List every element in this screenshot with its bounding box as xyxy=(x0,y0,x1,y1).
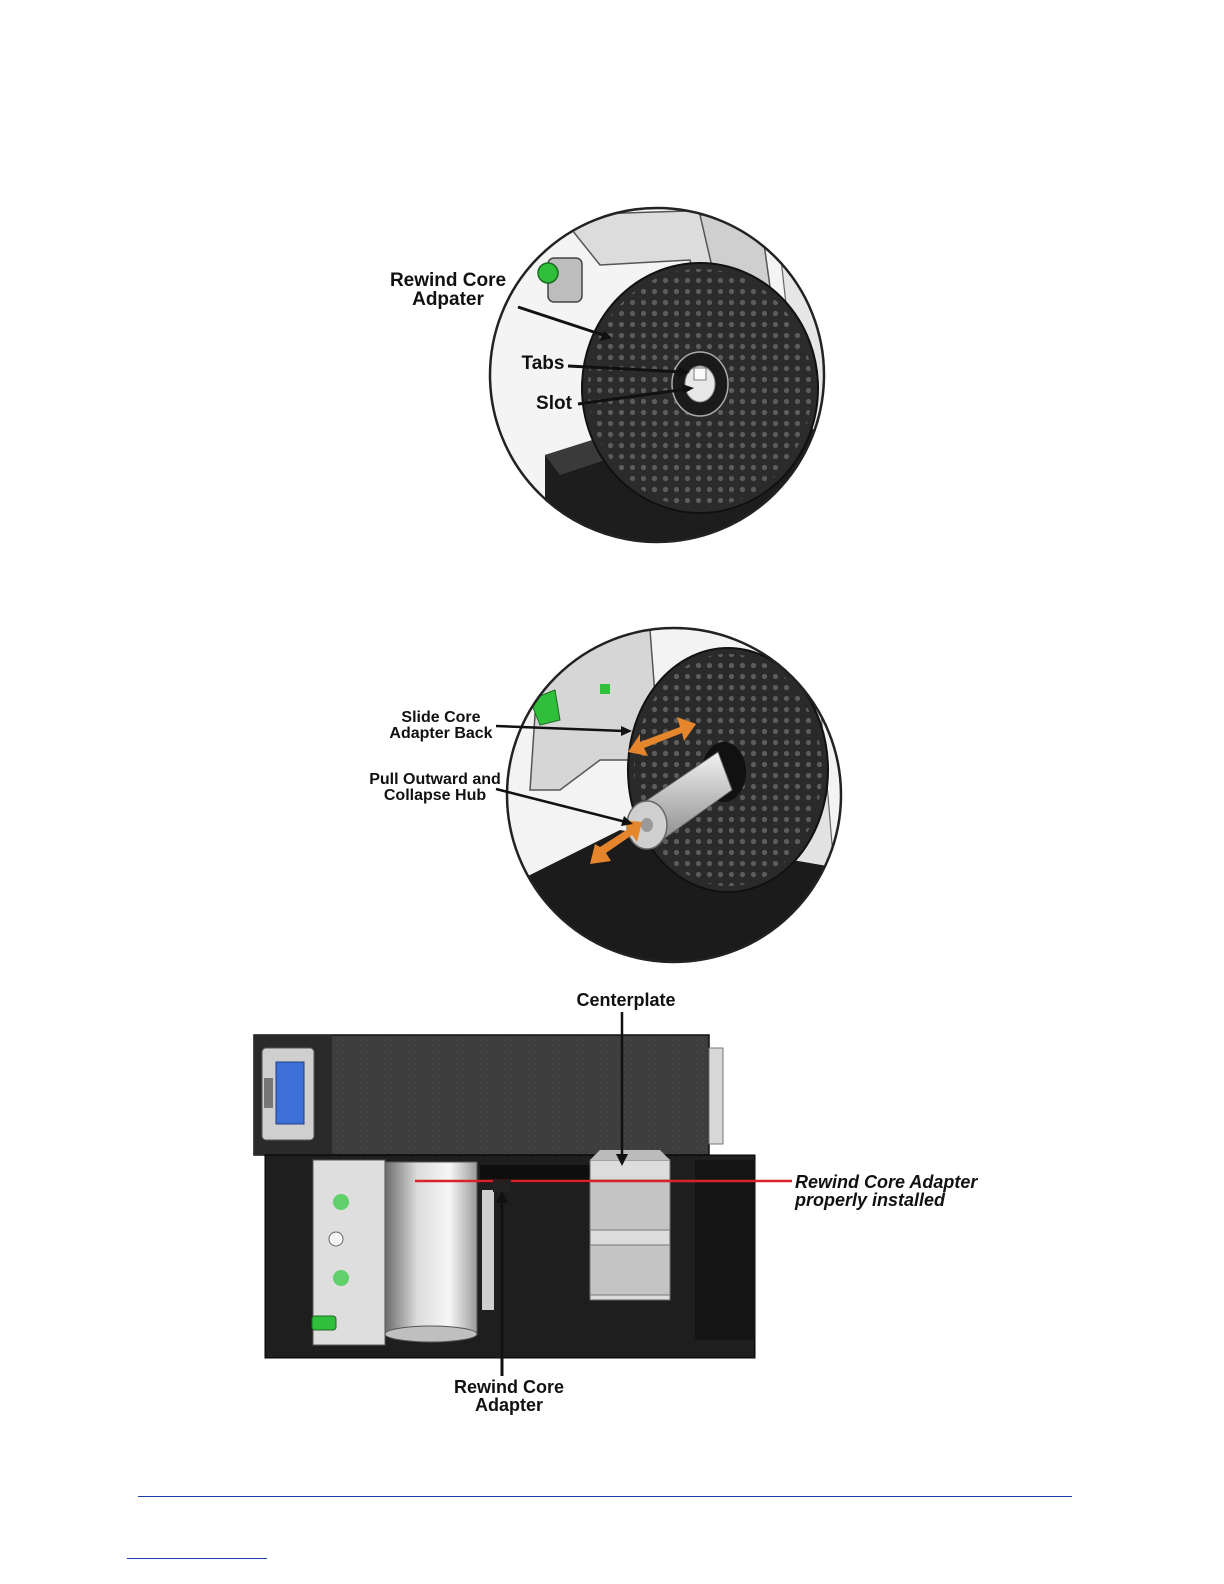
label-slot: Slot xyxy=(530,394,578,413)
label-rewind-core-adapter: Rewind Core Adapter xyxy=(444,1378,574,1414)
label-centerplate: Centerplate xyxy=(568,991,684,1009)
footer-link-underline xyxy=(127,1558,267,1559)
label-pull-outward-collapse-hub: Pull Outward and Collapse Hub xyxy=(362,772,508,804)
label-rewind-core-adpater: Rewind Core Adpater xyxy=(383,271,513,309)
footer-divider xyxy=(138,1496,1072,1497)
label-slide-core-adapter-back: Slide Core Adapter Back xyxy=(382,710,500,742)
label-rewind-core-adapter-installed: Rewind Core Adapter properly installed xyxy=(795,1173,1005,1209)
label-tabs: Tabs xyxy=(518,354,568,373)
